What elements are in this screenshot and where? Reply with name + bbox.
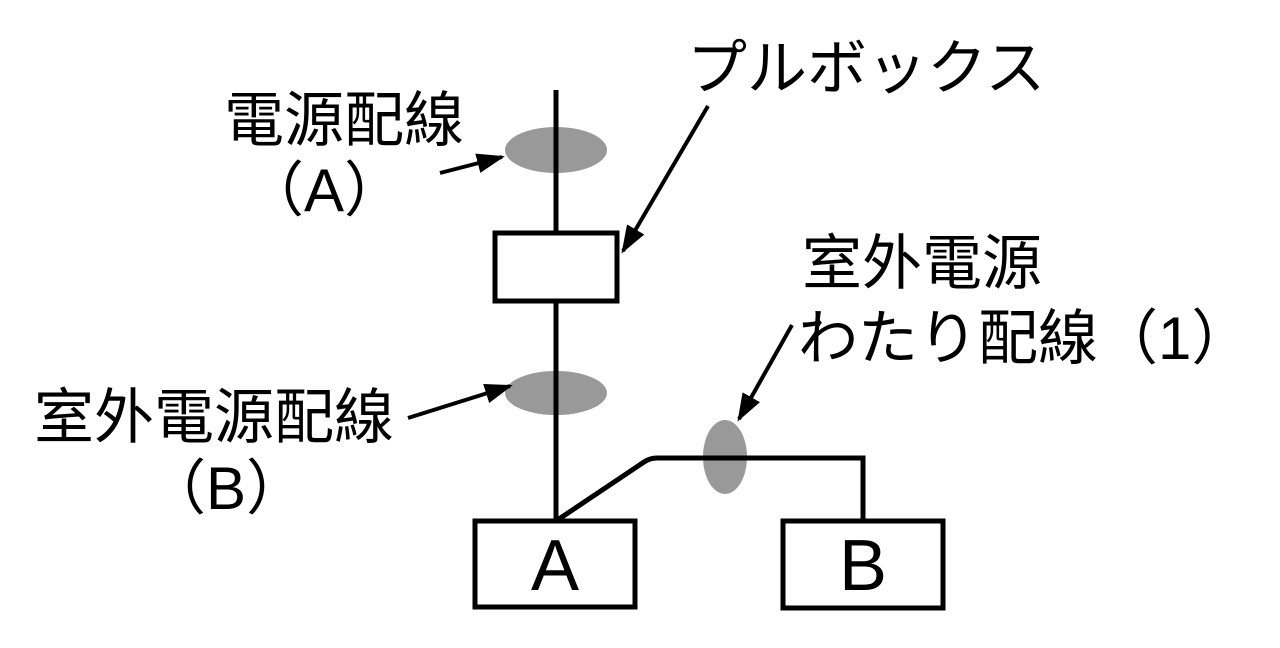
crossover-arrow	[737, 324, 794, 422]
unit-b-letter: B	[839, 526, 887, 606]
outdoor-power-wiring-b-label: 室外電源配線	[34, 384, 394, 451]
outdoor-power-wiring-b-sublabel: （B）	[146, 455, 306, 522]
power-wiring-a-sublabel: （A）	[244, 157, 404, 224]
crossover-connector-line	[554, 455, 866, 524]
unit-a-box	[472, 518, 638, 610]
pull-box-arrow	[621, 104, 710, 254]
outdoor-power-wiring-b-arrow	[407, 383, 513, 420]
pull-box-label: プルボックス	[687, 35, 1045, 102]
power-wiring-a-label: 電源配線	[224, 87, 464, 154]
pull-box	[492, 230, 620, 304]
crossover-label-line2: わたり配線（1）	[798, 305, 1251, 372]
unit-a-letter: A	[531, 526, 579, 606]
unit-b-box	[780, 518, 946, 611]
crossover-label-line1: 室外電源	[802, 230, 1042, 297]
power-wiring-a-arrow	[439, 153, 505, 175]
